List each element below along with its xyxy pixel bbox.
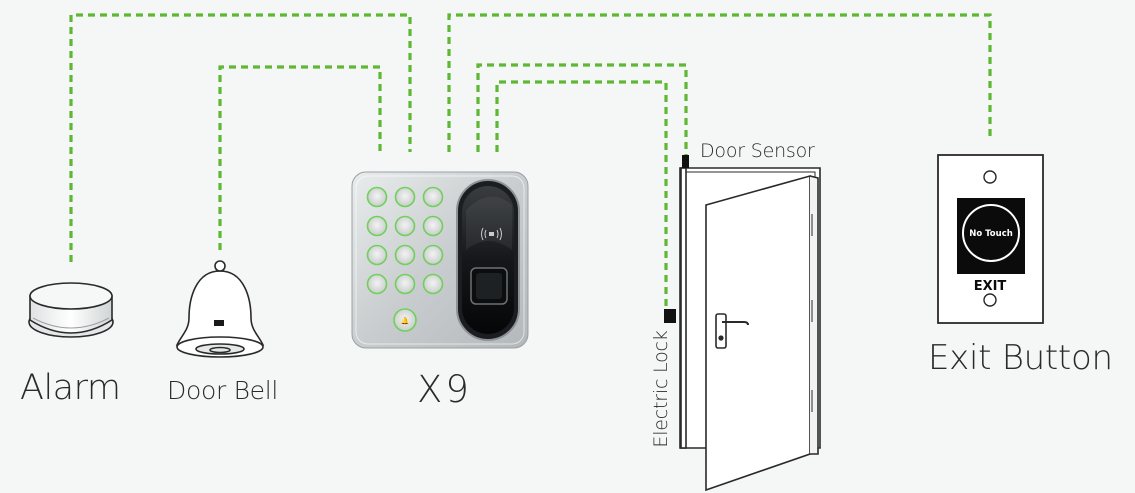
svg-text:🔔: 🔔 (401, 316, 410, 325)
exit-text: EXIT (974, 279, 1007, 294)
exit-button-icon: No Touch EXIT (937, 154, 1044, 324)
door-icon (664, 155, 821, 492)
wire-exit-button (447, 13, 992, 152)
keypad-reader-icon: 🔔 (351, 171, 529, 349)
wire-door-sensor (476, 63, 688, 156)
wiring-lines (69, 13, 992, 310)
bell-icon (175, 260, 265, 358)
wire-door-bell (218, 65, 382, 250)
nfc-icon (481, 227, 502, 241)
keypad-keys (366, 186, 444, 332)
electric-lock-label: Electric Lock (650, 330, 672, 448)
electric-lock-block (664, 309, 676, 323)
door-sensor-label: Door Sensor (700, 140, 815, 162)
alarm-siren-icon (28, 282, 114, 338)
device-label: X9 (417, 368, 472, 411)
alarm-label: Alarm (20, 368, 121, 408)
door-bell-label: Door Bell (167, 376, 279, 405)
door-sensor-block (682, 155, 689, 168)
exit-button-label: Exit Button (928, 338, 1113, 378)
wire-alarm (69, 13, 412, 262)
wire-electric-lock (495, 80, 668, 310)
no-touch-text: No Touch (969, 229, 1013, 239)
